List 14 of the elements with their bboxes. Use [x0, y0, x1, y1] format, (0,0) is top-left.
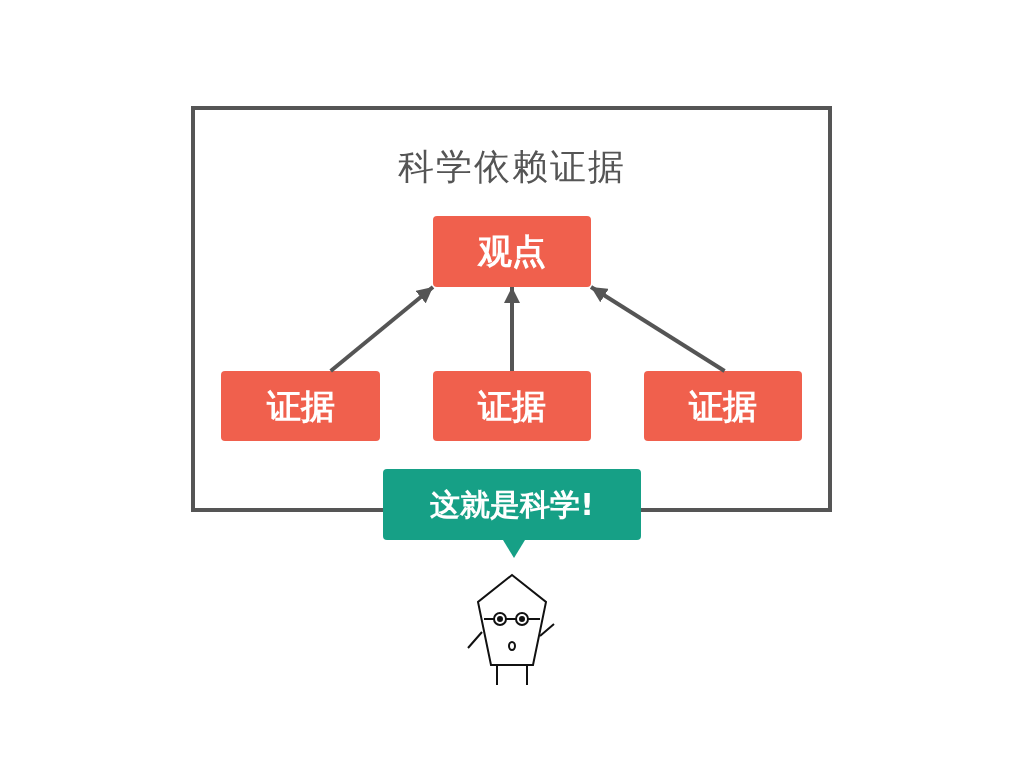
arrow — [589, 285, 726, 373]
node-label: 这就是科学! — [430, 486, 594, 524]
node-label: 证据 — [689, 384, 757, 428]
process-box — [221, 371, 380, 441]
node-label: 证据 — [478, 384, 546, 428]
arrow — [329, 285, 435, 373]
frame-title: 科学依赖证据 — [396, 145, 627, 189]
node-label: 观点 — [478, 230, 546, 273]
arrow — [504, 287, 520, 371]
speech-bubble — [383, 469, 641, 540]
process-box — [433, 371, 591, 441]
process-box — [644, 371, 802, 441]
node-label: 证据 — [266, 384, 335, 428]
process-box — [433, 216, 591, 287]
